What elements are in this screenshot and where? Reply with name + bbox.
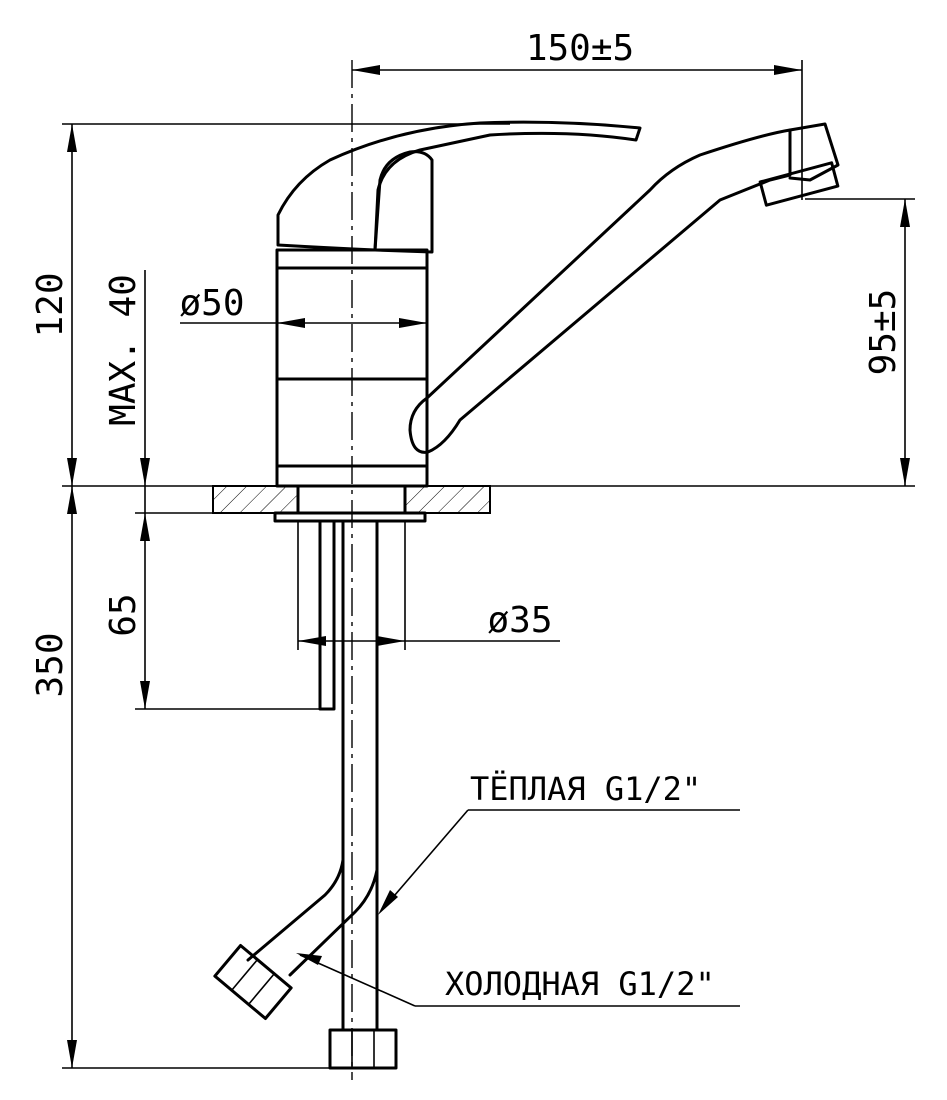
cold-hose [246, 519, 379, 977]
dim-hose-length: 350 [30, 632, 71, 697]
callout-cold: ХОЛОДНАЯ G1/2" [445, 965, 715, 1003]
spout [408, 128, 792, 454]
dim-body-diameter: ø50 [179, 283, 244, 324]
mounting-nut [273, 511, 427, 523]
lever-detail [373, 150, 434, 254]
dim-shank-diameter: ø35 [487, 600, 552, 641]
dim-outlet-height: 95±5 [863, 289, 904, 376]
faucet-outline [212, 120, 840, 1070]
warm-hose-fitting [328, 1028, 398, 1070]
mounting-stud [318, 519, 336, 711]
countertop-right [404, 485, 491, 514]
spout-head [788, 122, 840, 182]
dimension-lines [62, 60, 915, 1069]
lever-handle [276, 120, 642, 252]
dim-max-counter: MAX. 40 [103, 274, 144, 426]
dim-spout-reach: 150±5 [526, 28, 634, 69]
dim-stud-length: 65 [103, 593, 144, 636]
dim-total-height: 120 [30, 272, 71, 337]
cold-hose-fitting [213, 943, 293, 1021]
callout-warm: ТЁПЛАЯ G1/2" [470, 770, 701, 808]
warm-hose [341, 519, 379, 1032]
countertop-left [212, 485, 299, 514]
